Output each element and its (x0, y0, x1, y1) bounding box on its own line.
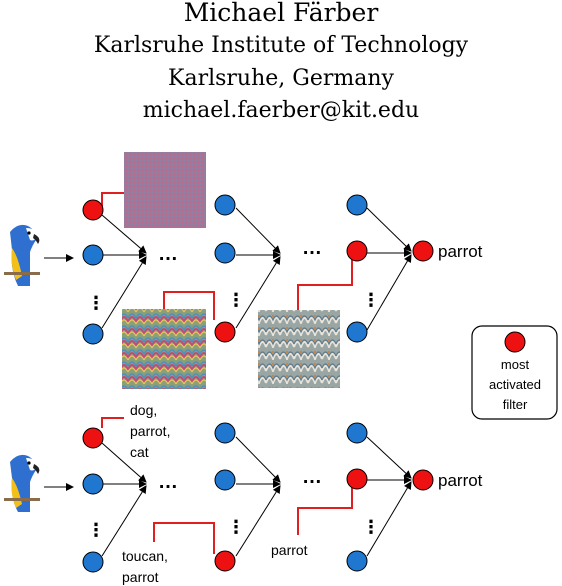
highlight-line-l2-top (163, 291, 215, 320)
vdots-bottom-3: ⋮ (362, 517, 380, 537)
neuron-b-l2-2 (214, 469, 236, 491)
vdots-bottom-2: ⋮ (227, 517, 245, 537)
vdots-top-2: ⋮ (227, 290, 245, 310)
top-network: … … ⋮ ⋮ ⋮ parrot (4, 152, 483, 389)
neuron-b-l1-3 (82, 551, 104, 573)
neuron-l3-1 (346, 194, 368, 216)
neuron-l2-3-active (214, 321, 236, 343)
neuron-l2-1 (214, 194, 236, 216)
bottom-network: … … ⋮ ⋮ ⋮ dog, parrot, cat toucan, parro… (4, 402, 483, 585)
highlight-line-l2-bottom (153, 522, 215, 554)
author-email: michael.faerber@kit.edu (142, 98, 420, 123)
parrot-image-top (4, 224, 40, 286)
highlight-line-l3-bottom (297, 480, 353, 535)
output-label-bottom: parrot (438, 471, 483, 490)
feature-visualization-1 (124, 152, 206, 228)
neuron-l2-2 (214, 242, 236, 264)
legend-text-1: most (501, 357, 530, 372)
label-l1-top-3: cat (130, 444, 149, 460)
highlight-line-l1-bottom (101, 417, 124, 428)
neuron-output-bottom (412, 469, 434, 491)
neuron-output-top (412, 240, 434, 262)
label-l1-top-2: parrot, (130, 423, 170, 439)
neuron-b-l2-1 (214, 422, 236, 444)
vdots-bottom-1: ⋮ (87, 520, 105, 540)
neuron-l1-1-active (82, 199, 104, 221)
neuron-b-l3-2-active (346, 468, 368, 490)
feature-visualization-2 (122, 309, 206, 389)
parrot-image-bottom (4, 454, 40, 512)
neuron-b-l1-1-active (82, 427, 104, 449)
ellipsis-bottom-1: … (158, 471, 178, 493)
label-l1-bottom-1: toucan, (122, 548, 168, 564)
neuron-b-l3-1 (346, 422, 368, 444)
author-name: Michael Färber (183, 0, 379, 27)
legend-box: most activated filter (471, 325, 558, 420)
neuron-l3-3 (346, 321, 368, 343)
legend-text-2: activated (489, 377, 541, 392)
neuron-l3-2-active (346, 240, 368, 262)
author-institution: Karlsruhe Institute of Technology (93, 33, 469, 58)
label-l1-bottom-2: parrot (122, 569, 159, 585)
neuron-l1-2 (82, 244, 104, 266)
neuron-l1-3 (82, 323, 104, 345)
legend-red-neuron (504, 331, 526, 353)
ellipsis-top-2: … (302, 237, 322, 259)
label-l2-bottom: parrot (271, 542, 308, 558)
vdots-top-1: ⋮ (87, 293, 105, 313)
ellipsis-bottom-2: … (302, 466, 322, 488)
ellipsis-top-1: … (158, 243, 178, 265)
vdots-top-3: ⋮ (362, 290, 380, 310)
legend-text-3: filter (503, 397, 528, 412)
output-label-top: parrot (438, 242, 483, 261)
label-l1-top-1: dog, (130, 402, 157, 418)
neuron-b-l1-2 (82, 473, 104, 495)
author-location: Karlsruhe, Germany (168, 66, 394, 91)
neuron-b-l2-3-active (214, 550, 236, 572)
highlight-line-l1-top (101, 192, 124, 209)
feature-visualization-3 (258, 310, 340, 388)
highlight-line-l3-top (297, 259, 353, 310)
neuron-b-l3-3 (346, 550, 368, 572)
